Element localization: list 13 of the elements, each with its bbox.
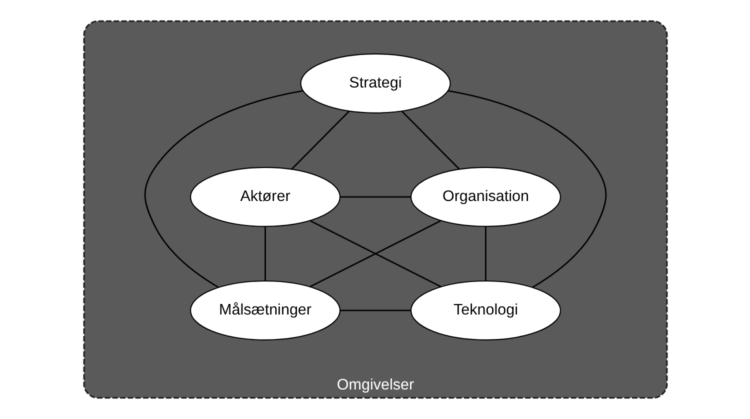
connector: [400, 110, 460, 170]
node-ellipse: Aktører: [189, 166, 340, 227]
node-ellipse: Organisation: [410, 166, 561, 227]
connector: [340, 196, 410, 198]
connector: [484, 226, 486, 281]
connector: [447, 90, 606, 288]
connector: [144, 90, 303, 288]
node-ellipse: Teknologi: [410, 280, 561, 340]
node-ellipse: Strategi: [300, 53, 450, 114]
connector: [340, 310, 410, 312]
connector: [290, 110, 350, 170]
connector: [264, 226, 266, 281]
node-ellipse: Målsætninger: [189, 280, 340, 340]
